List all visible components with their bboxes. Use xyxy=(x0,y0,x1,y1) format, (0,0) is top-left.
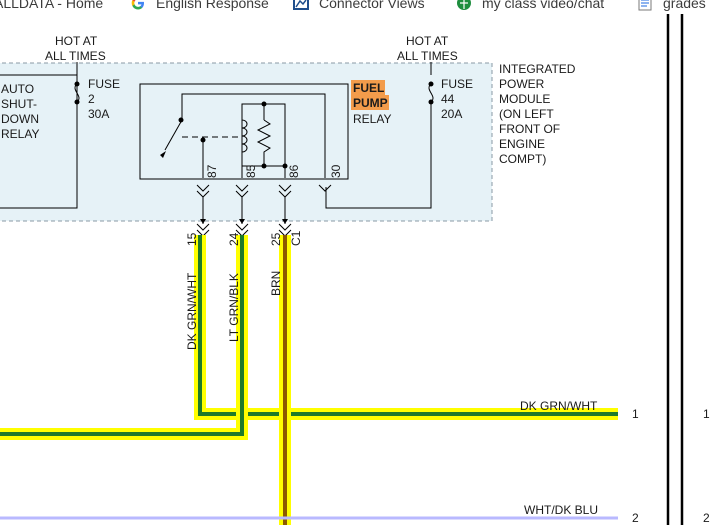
connector-icon xyxy=(293,0,309,10)
bookmarks-bar: ALLDATA - Home English Response Connecto… xyxy=(0,0,721,14)
asd-relay-label: AUTO xyxy=(1,82,34,96)
fuse-right-rating: 20A xyxy=(441,107,462,121)
relay-name-highlight: PUMP xyxy=(353,96,388,110)
bus-wire-label: DK GRN/WHT xyxy=(520,399,598,413)
bookmark-connector-views-label: Connector Views xyxy=(319,0,425,11)
cavity-label: 15 xyxy=(185,232,199,246)
ref-number: 2 xyxy=(632,511,639,525)
bookmark-english-response[interactable]: English Response xyxy=(130,0,269,11)
relay-switch-arm xyxy=(164,119,183,151)
cavity-label: 25 xyxy=(269,232,283,246)
module-label: ENGINE xyxy=(499,137,545,151)
hot-at-right-1: HOT AT xyxy=(406,34,449,48)
wire-dk-grn-wht xyxy=(194,235,618,420)
bookmark-alldata[interactable]: ALLDATA - Home xyxy=(0,0,103,11)
module-label: INTEGRATED xyxy=(499,62,576,76)
document-icon xyxy=(638,0,652,11)
fuse-left-label: FUSE xyxy=(88,77,120,91)
pin-label: 86 xyxy=(287,164,301,178)
pin-label: 30 xyxy=(329,164,343,178)
asd-relay-box xyxy=(0,74,78,209)
wire-color-label: LT GRN/BLK xyxy=(227,273,241,342)
asd-relay-label: SHUT- xyxy=(1,97,37,111)
wire-color-label: DK GRN/WHT xyxy=(185,272,199,350)
module-label: MODULE xyxy=(499,92,550,106)
fuse-left-rating: 30A xyxy=(88,107,109,121)
module-label: (ON LEFT xyxy=(499,107,554,121)
pin-label: 87 xyxy=(205,164,219,178)
bookmark-english-response-label: English Response xyxy=(156,0,269,11)
wire-color-label: BRN xyxy=(269,271,283,296)
bookmark-grades[interactable]: grades xyxy=(637,0,706,11)
module-label: FRONT OF xyxy=(499,122,560,136)
fuel-pump-relay-box xyxy=(139,83,349,180)
fuse-right-label: FUSE xyxy=(441,77,473,91)
module-label: POWER xyxy=(499,77,545,91)
bus-wire-label: WHT/DK BLU xyxy=(524,503,598,517)
globe-icon xyxy=(457,0,471,10)
wire-lt-grn-blk xyxy=(0,235,248,440)
ref-number: 2 xyxy=(703,511,710,525)
fuse-right-number: 44 xyxy=(441,92,455,106)
bookmark-alldata-label: ALLDATA - Home xyxy=(0,0,104,11)
asd-relay-label: DOWN xyxy=(1,112,39,126)
relay-label: RELAY xyxy=(353,112,391,126)
google-g-icon xyxy=(131,0,144,10)
bookmark-class-video[interactable]: my class video/chat xyxy=(456,0,604,11)
hot-at-right-2: ALL TIMES xyxy=(397,49,458,63)
bookmark-grades-label: grades xyxy=(663,0,706,11)
asd-relay-label: RELAY xyxy=(1,127,39,141)
relay-name-highlight: FUEL xyxy=(353,81,384,95)
ref-number: 1 xyxy=(632,407,639,421)
relay-coil xyxy=(241,119,248,153)
hot-at-left-2: ALL TIMES xyxy=(45,49,106,63)
relay-resistor xyxy=(256,119,272,166)
ref-number: 1 xyxy=(703,407,710,421)
pin-label: 85 xyxy=(244,164,258,178)
module-label: COMPT) xyxy=(499,152,546,166)
connector-label: C1 xyxy=(289,230,303,246)
hot-at-left-1: HOT AT xyxy=(55,34,98,48)
bookmark-class-video-label: my class video/chat xyxy=(482,0,605,11)
bookmark-connector-views[interactable]: Connector Views xyxy=(293,0,425,11)
fuse-left-number: 2 xyxy=(88,92,95,106)
cavity-label: 24 xyxy=(227,232,241,246)
